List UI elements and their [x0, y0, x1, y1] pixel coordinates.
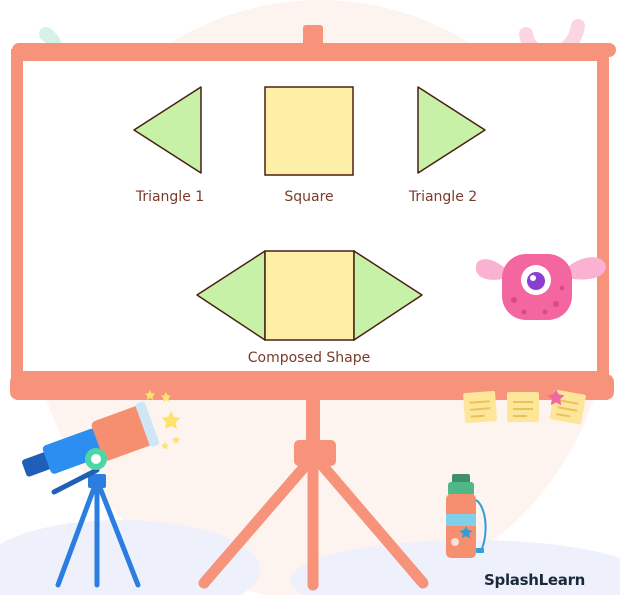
star-icon [161, 442, 169, 450]
sticky-notes [463, 389, 586, 425]
easel-clamp [294, 440, 336, 466]
triangle-1 [133, 86, 202, 174]
star-icon [160, 392, 172, 402]
triangle-1-label: Triangle 1 [135, 189, 205, 205]
composed-shape-label: Composed Shape [247, 350, 371, 366]
star-icon [161, 411, 181, 429]
easel-bottom-bar [10, 374, 614, 400]
water-bottle-icon [446, 474, 487, 558]
composed-shape [196, 250, 423, 341]
easel-leg-right [316, 459, 429, 589]
triangle-2 [417, 86, 486, 174]
composed-square [264, 250, 355, 341]
square [264, 86, 354, 176]
star-icon [547, 389, 565, 406]
square-label: Square [284, 189, 334, 205]
telescope-icon [21, 390, 181, 588]
sticky-note-icon [463, 391, 497, 423]
monster-icon [475, 254, 606, 320]
star-icon [171, 436, 181, 444]
composed-triangle-right [353, 250, 423, 341]
sticky-note-icon [507, 392, 539, 422]
star-icon [144, 390, 156, 400]
brand-logo: SplashLearn [484, 571, 586, 589]
easel-top-knob [303, 25, 323, 47]
triangle-2-label: Triangle 2 [408, 189, 478, 205]
easel-post [306, 398, 320, 442]
easel-leg-left [198, 459, 312, 589]
